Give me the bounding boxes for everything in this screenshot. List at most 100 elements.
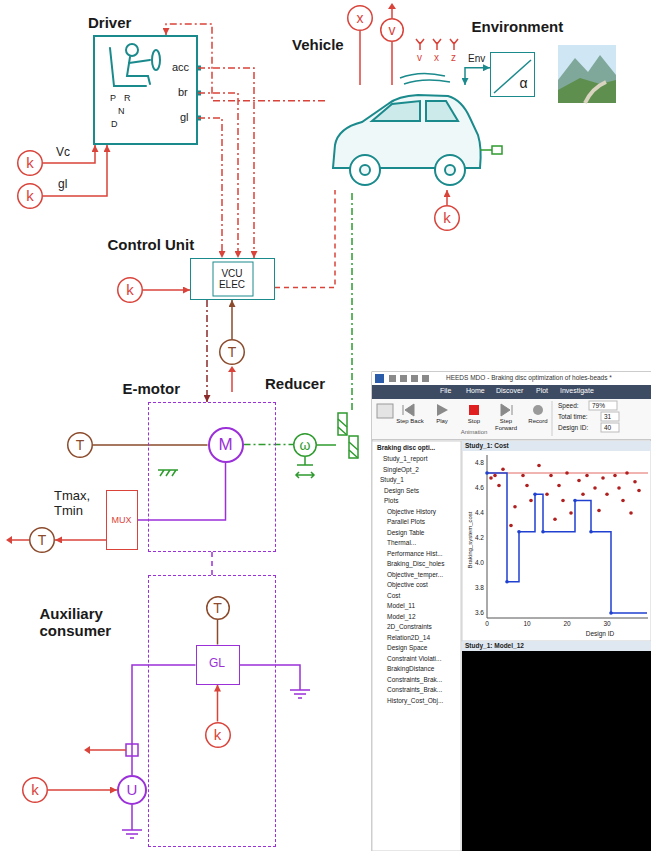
- software-screenshot: [589, 401, 617, 410]
- software-screenshot: [372, 372, 651, 851]
- plot-marks: [497, 484, 501, 488]
- circle-outline: [220, 340, 245, 365]
- sensor-arrow: [388, 3, 396, 9]
- screen-text: 4.0: [475, 559, 484, 566]
- plot-marks: [613, 474, 617, 478]
- plot-marks: [525, 484, 529, 488]
- software-screenshot: [372, 372, 651, 851]
- slope-symbol: [494, 60, 531, 93]
- constant-source: k: [22, 777, 48, 803]
- software-screenshot: [601, 412, 619, 421]
- plot-marks: [557, 484, 561, 488]
- screen-text: Home: [466, 387, 485, 395]
- software-screenshot: [400, 375, 407, 382]
- landscape-picture: [585, 82, 606, 103]
- temperature-sensor: T: [219, 339, 245, 365]
- temperature-arrow: [231, 371, 233, 392]
- signal-name: P: [110, 93, 116, 103]
- plot-marks: [505, 580, 509, 584]
- car-block: Vehicle: [325, 85, 480, 190]
- plot-marks: [621, 499, 625, 503]
- screen-text: 10: [523, 620, 530, 627]
- landscape-picture: [558, 55, 616, 103]
- gearbox-block: Reducer: [336, 410, 360, 462]
- electric-wires: [122, 665, 310, 838]
- plot-marks: [545, 492, 549, 496]
- car-port: [480, 146, 502, 154]
- block-heading: Vehicle: [292, 36, 344, 53]
- plot-marks: [593, 486, 597, 490]
- constant-source: k: [17, 183, 43, 209]
- consumer-group: Auxiliary consumerGLTk: [148, 575, 276, 847]
- circle-outline: [209, 428, 243, 462]
- screen-text: Play: [428, 418, 456, 425]
- signal-connector: [465, 68, 490, 85]
- block-label: k: [31, 781, 39, 798]
- plot-marks: [487, 473, 647, 613]
- gear-symbol: [338, 419, 358, 458]
- signal-name: z: [451, 52, 456, 64]
- temperature-sensor: T: [67, 432, 93, 458]
- screen-text: 20: [563, 620, 570, 627]
- signal-connector: [198, 68, 254, 258]
- signal-connector: [93, 444, 208, 446]
- screen-text: HEEDS MDO - Braking disc optimization of…: [446, 374, 612, 381]
- plot-marks: [625, 471, 629, 475]
- screen-text: Stop: [460, 418, 488, 425]
- signal-connector: [43, 145, 107, 196]
- screen-text: Objective cost: [387, 581, 428, 588]
- software-screenshot: [462, 641, 651, 651]
- screen-text: Speed:: [558, 402, 579, 409]
- block-label: MUX: [112, 514, 132, 524]
- signal-connector: [48, 789, 117, 791]
- car-illustration: [350, 155, 380, 185]
- block-label: x: [357, 10, 364, 26]
- signal-connector: [55, 539, 106, 541]
- road-scene-block: Environmentα: [490, 52, 535, 97]
- software-screenshot: [411, 375, 418, 382]
- screen-text: 4.8: [475, 459, 484, 466]
- block-heading: Driver: [88, 14, 131, 31]
- screen-text: Step Forward: [492, 418, 520, 432]
- screen-text: 31: [604, 413, 611, 420]
- block-heading: Control Unit: [108, 236, 195, 253]
- circle-outline: [348, 6, 373, 31]
- screen-text: Braking_system_cost: [467, 511, 474, 568]
- plot-marks: [553, 517, 557, 521]
- signal-name: br: [178, 86, 188, 99]
- signal-connector: [359, 31, 361, 85]
- screen-text: Animation: [461, 429, 488, 436]
- screen-text: Cost: [387, 592, 400, 599]
- car-illustration: [333, 95, 481, 185]
- bearing-symbol: [296, 457, 314, 478]
- plot-marks: [617, 486, 621, 490]
- block-label: v: [389, 22, 396, 38]
- constant-source: k: [205, 722, 231, 748]
- screen-text: Investigate: [560, 387, 594, 395]
- plot-marks: [541, 530, 545, 534]
- plot-marks: [577, 479, 581, 483]
- landscape-picture: [558, 78, 616, 103]
- screen-text: Model_12: [387, 613, 416, 620]
- software-screenshot: [437, 404, 448, 416]
- signal-connector: [317, 444, 336, 446]
- antenna-symbols: [416, 39, 458, 50]
- circle-outline: [206, 596, 229, 619]
- plot-marks: [513, 505, 517, 509]
- airflow-lines: [400, 73, 445, 78]
- signal-connector: [275, 190, 335, 287]
- block-label: k: [26, 187, 34, 204]
- plot-marks: [637, 489, 641, 493]
- car-illustration: [445, 165, 455, 175]
- block-label: GL: [209, 657, 225, 671]
- software-screenshot: [462, 441, 651, 451]
- screen-text: Constraints_Brak...: [387, 686, 442, 693]
- car-port: [480, 149, 492, 151]
- circle-outline: [118, 278, 143, 303]
- plot-marks: [533, 492, 537, 496]
- software-screenshot: [422, 375, 429, 382]
- screen-text: Plot: [536, 387, 548, 395]
- plot-marks: [561, 499, 565, 503]
